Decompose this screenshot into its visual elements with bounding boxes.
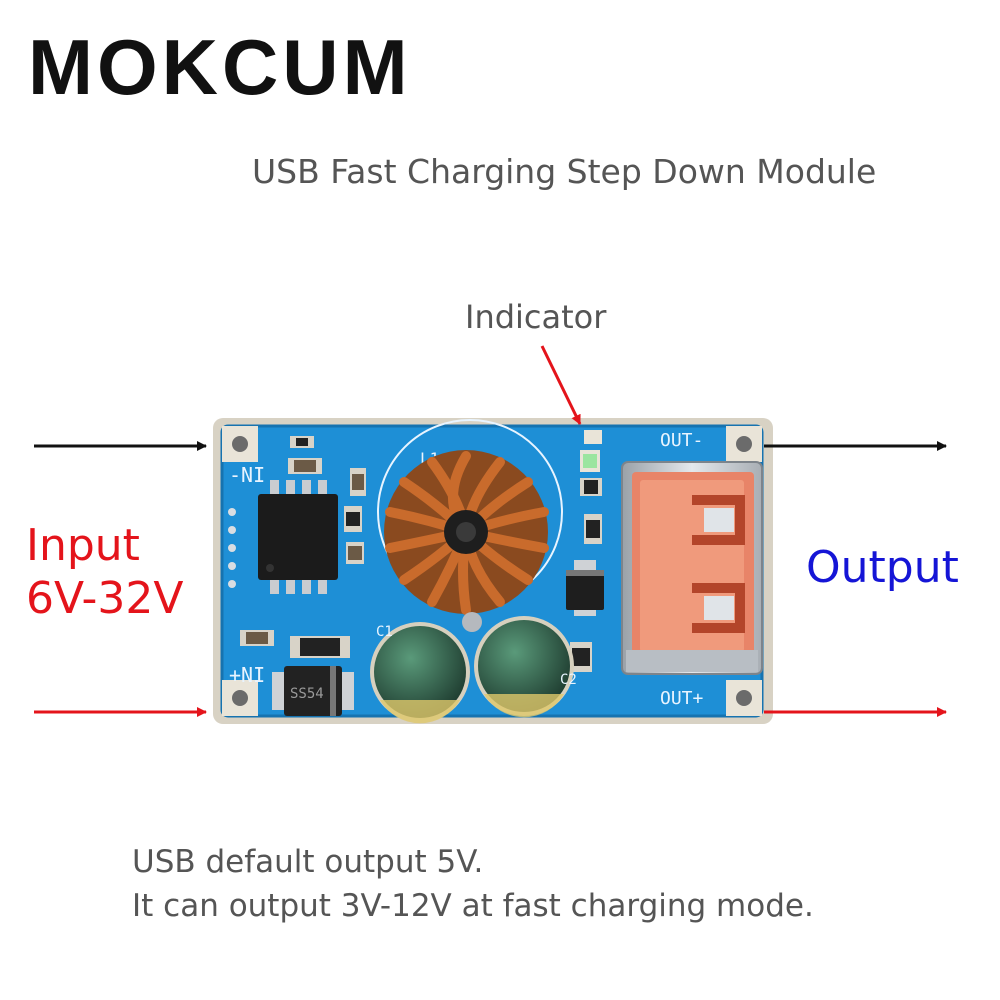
toroid-inductor: L1 [377,419,563,632]
note-default-output: USB default output 5V. [132,844,484,880]
smd-components [240,430,602,672]
silk-cap2-ref: C2 [560,672,577,688]
input-label: Input 6V-32V [26,520,183,626]
usage-notes: USB default output 5V. It can output 3V-… [132,840,814,928]
silk-out-positive: OUT+ [660,688,704,709]
silk-out-negative: OUT- [660,430,703,451]
silk-in-negative: -NI [229,463,265,487]
usb-a-port [621,461,763,675]
pcb-board: -NI +NI OUT- OUT+ [213,418,773,724]
schottky-diode: SS54 [272,666,354,716]
input-title: Input [26,520,140,571]
diode-marking: SS54 [290,686,324,702]
indicator-arrow [540,345,582,425]
indicator-label: Indicator [465,298,607,336]
output-diode [566,560,604,616]
capacitor-1: C1 [370,622,470,724]
capacitor-2: C2 [474,616,577,718]
input-voltage-range: 6V-32V [26,572,184,624]
brand-logo: MOKCUM [28,23,412,111]
ic-chip [258,480,338,594]
product-subtitle: USB Fast Charging Step Down Module [252,152,877,191]
output-label: Output [806,542,959,593]
silk-in-positive: +NI [229,663,265,687]
note-fast-charge-output: It can output 3V-12V at fast charging mo… [132,888,814,925]
silk-cap1-ref: C1 [376,624,393,640]
mounting-pads [222,426,762,716]
